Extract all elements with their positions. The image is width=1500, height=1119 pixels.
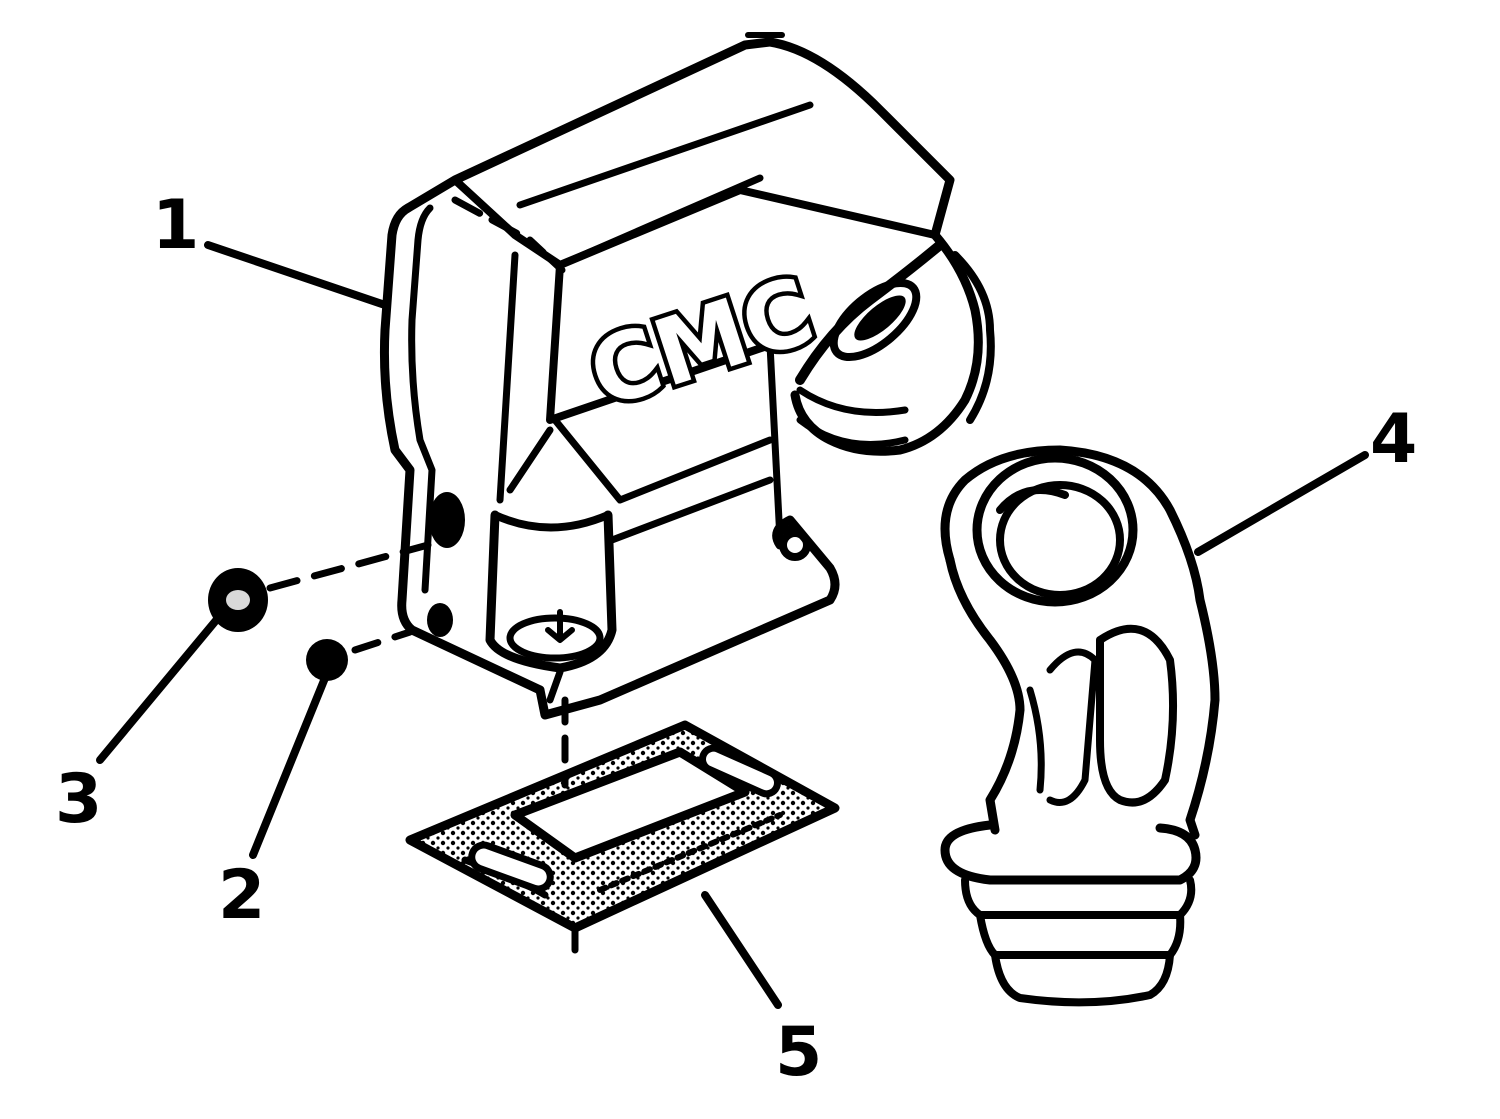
- cap-part-3: [208, 541, 432, 632]
- leader-line-3: [96, 614, 222, 764]
- callout-2: 2: [218, 856, 265, 935]
- leader-line-4: [1194, 451, 1369, 556]
- leader-lines: [96, 32, 1369, 1009]
- callout-5: 5: [775, 1013, 822, 1092]
- leader-line-1: [204, 241, 389, 309]
- leader-line-5: [701, 891, 782, 1009]
- callout-1: 1: [152, 186, 199, 265]
- plug-part-2: [306, 628, 414, 681]
- leader-line-2: [249, 674, 329, 859]
- callout-4: 4: [1370, 400, 1417, 479]
- callout-3: 3: [55, 760, 102, 839]
- housing-part-1: CMC: [379, 37, 995, 720]
- gasket-part-5: [405, 696, 840, 954]
- cable-gland-part-4: [940, 445, 1220, 1007]
- housing-logo: CMC: [577, 257, 826, 429]
